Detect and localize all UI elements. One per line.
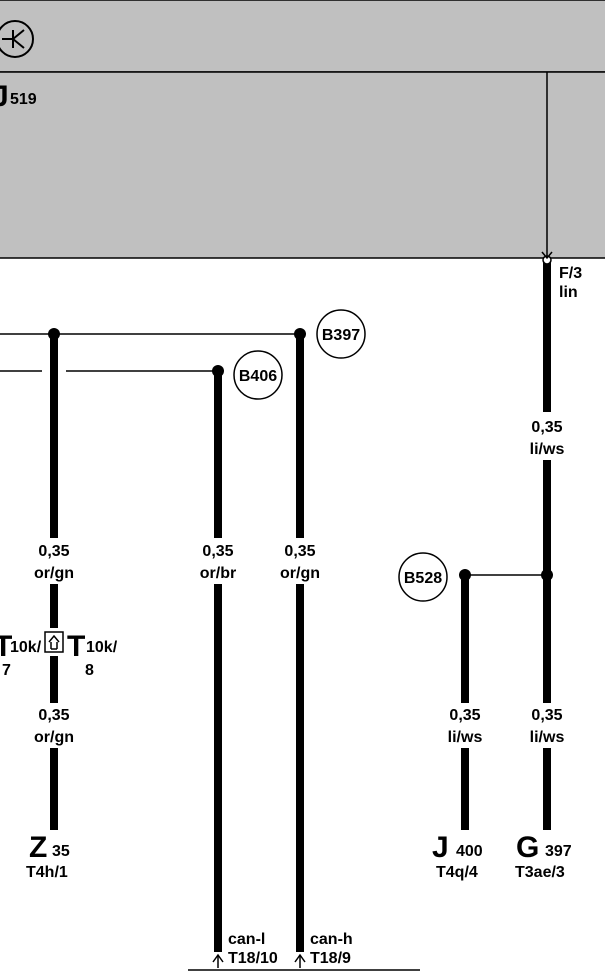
- wire-color: li/ws: [530, 729, 565, 746]
- connector-t10k-right-pin: 8: [85, 662, 94, 679]
- component-z35-letter: Z: [29, 831, 47, 864]
- connector-t10k-left-pin: 7: [2, 662, 11, 679]
- wire-size: 0,35: [449, 707, 480, 724]
- junction-dot: [294, 328, 306, 340]
- svg-text:B397: B397: [322, 327, 360, 344]
- wire-size: 0,35: [531, 707, 562, 724]
- component-g397-number: 397: [545, 843, 572, 860]
- junction-dot: [48, 328, 60, 340]
- component-j400-letter: J: [432, 831, 449, 864]
- wire-size: 0,35: [38, 707, 69, 724]
- junction-b528: B528: [398, 552, 448, 602]
- control-unit-letter: J: [0, 80, 9, 113]
- wire-size: 0,35: [284, 543, 315, 560]
- can-h-signal: can-h: [310, 931, 353, 948]
- pin-f3-signal: lin: [559, 284, 578, 301]
- junction-b406: B406: [233, 350, 283, 400]
- can-l-pin: T18/10: [228, 950, 278, 967]
- bottom-pin-can-l: [212, 953, 224, 968]
- can-l-signal: can-l: [228, 931, 265, 948]
- wire-color: or/gn: [280, 565, 320, 582]
- wire-color: or/gn: [34, 729, 74, 746]
- junction-dot: [212, 365, 224, 377]
- wire-color: li/ws: [530, 441, 565, 458]
- bottom-pin-can-h: [294, 953, 306, 968]
- component-g397-pin: T3ae/3: [515, 864, 565, 881]
- header-strip: [0, 0, 605, 73]
- component-j400-number: 400: [456, 843, 483, 860]
- component-z35-number: 35: [52, 843, 70, 860]
- component-g397-letter: G: [516, 831, 539, 864]
- connector-t10k-right-letter: T: [67, 630, 85, 663]
- wire-color: or/br: [200, 565, 236, 582]
- pin-f3-label: F/3: [559, 265, 582, 282]
- wire-color: li/ws: [448, 729, 483, 746]
- svg-text:B528: B528: [404, 570, 442, 587]
- wire-size: 0,35: [531, 419, 562, 436]
- ground-symbol-icon: [0, 20, 34, 58]
- connector-t10k: [44, 631, 64, 653]
- connector-t10k-right-code: 10k/: [86, 639, 118, 656]
- wire-color: or/gn: [34, 565, 74, 582]
- junction-dot: [459, 569, 471, 581]
- component-z35-pin: T4h/1: [26, 864, 68, 881]
- connector-t10k-left-letter: T: [0, 630, 12, 663]
- control-unit-box: [0, 71, 605, 259]
- junction-dot: [541, 569, 553, 581]
- control-unit-number: 519: [10, 91, 37, 108]
- connector-t10k-left-code: 10k/: [10, 639, 42, 656]
- svg-text:B406: B406: [239, 368, 277, 385]
- can-h-pin: T18/9: [310, 950, 351, 967]
- component-j400-pin: T4q/4: [436, 864, 478, 881]
- wire-size: 0,35: [38, 543, 69, 560]
- junction-b397: B397: [316, 309, 366, 359]
- pin-f3-mark: [541, 251, 553, 265]
- wire-size: 0,35: [202, 543, 233, 560]
